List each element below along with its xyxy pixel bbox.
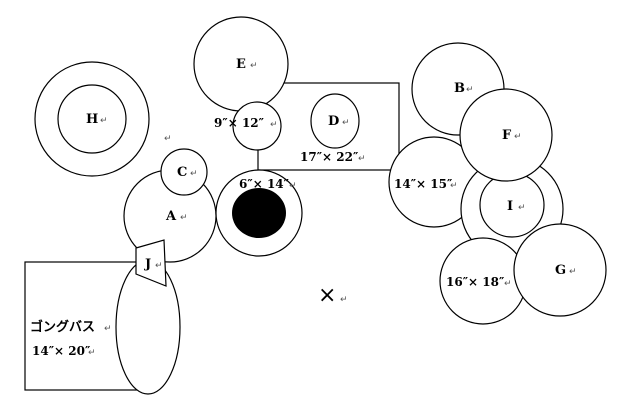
return-mark: ↵ (518, 203, 526, 213)
return-mark: ↵ (250, 61, 258, 71)
player-position-mark: × (318, 283, 336, 308)
drum-f (459, 88, 553, 182)
return-mark: ↵ (342, 118, 350, 128)
drum-c (160, 148, 208, 196)
return-mark: ↵ (190, 169, 198, 179)
gong-bass-ellipse (115, 259, 181, 395)
return-mark: ↵ (270, 120, 278, 130)
label-16x18: 16″× 18″ (446, 275, 505, 289)
drum-d (310, 93, 360, 149)
snare-head (232, 188, 286, 238)
label-i: I (507, 199, 513, 214)
label-d: D (328, 114, 339, 129)
drum-h-inner (57, 84, 127, 154)
return-mark: ↵ (340, 295, 348, 305)
return-mark: ↵ (164, 134, 172, 144)
return-mark: ↵ (104, 324, 112, 334)
label-a: A (165, 209, 177, 224)
gong-bass-size: 14″× 20″ (32, 344, 91, 358)
drum-g (513, 223, 607, 317)
return-mark: ↵ (569, 267, 577, 277)
label-j: J (144, 257, 151, 272)
pedal-j (135, 239, 167, 287)
return-mark: ↵ (180, 213, 188, 223)
label-c: C (177, 165, 187, 180)
label-6x14: 6″× 14″ (239, 177, 290, 191)
return-mark: ↵ (466, 85, 474, 95)
return-mark: ↵ (100, 116, 108, 126)
return-mark: ↵ (450, 181, 458, 191)
return-mark: ↵ (358, 154, 366, 164)
label-14x15: 14″× 15″ (394, 177, 453, 191)
drum-9x12 (232, 101, 282, 151)
label-f: F (502, 128, 512, 143)
return-mark: ↵ (289, 181, 297, 191)
return-mark: ↵ (88, 348, 96, 358)
return-mark: ↵ (155, 261, 163, 271)
label-h: H (86, 112, 98, 127)
return-mark: ↵ (514, 132, 522, 142)
gong-bass-name: ゴングバス (30, 319, 95, 335)
label-e: E (236, 57, 246, 72)
label-g: G (555, 263, 566, 278)
label-b: B (454, 81, 465, 96)
return-mark: ↵ (504, 279, 512, 289)
label-17x22: 17″× 22″ (300, 150, 359, 164)
label-9x12: 9″× 12″ (214, 116, 265, 130)
